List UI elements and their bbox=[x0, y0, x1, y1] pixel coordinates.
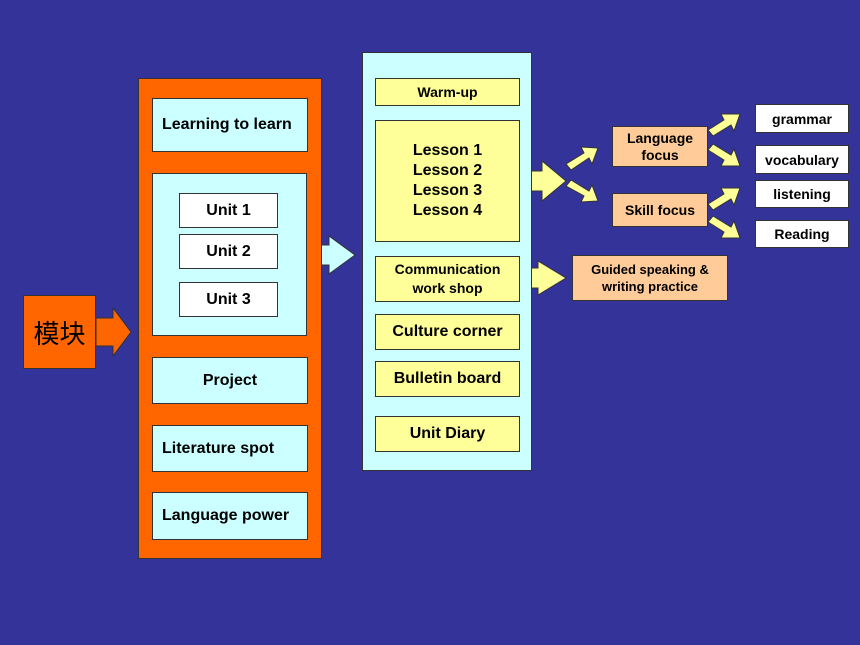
listening-box: listening bbox=[755, 180, 849, 208]
unit-2-label: Unit 2 bbox=[206, 242, 251, 260]
module-arrow bbox=[95, 306, 132, 358]
project-label: Project bbox=[202, 371, 258, 389]
unit-1-box: Unit 1 bbox=[179, 193, 278, 228]
learning-to-learn-label: Learning to learn bbox=[162, 116, 292, 133]
vocabulary-label: vocabulary bbox=[765, 151, 839, 168]
communication-workshop-box: Communication work shop bbox=[375, 256, 520, 302]
to-language-focus-arrow bbox=[565, 146, 599, 171]
language-focus-line-1: Language bbox=[626, 129, 694, 146]
literature-spot-label: Literature spot bbox=[162, 439, 275, 457]
guided-practice-line-2: writing practice bbox=[601, 279, 699, 294]
unit-3-box: Unit 3 bbox=[179, 282, 278, 317]
vocabulary-box: vocabulary bbox=[755, 145, 849, 174]
unit-diary-box: Unit Diary bbox=[375, 416, 520, 452]
to-listening-arrow bbox=[707, 187, 741, 211]
culture-corner-label: Culture corner bbox=[392, 323, 503, 340]
module-label: 模块 bbox=[33, 319, 86, 350]
to-grammar-arrow bbox=[707, 113, 741, 137]
language-power-label: Language power bbox=[162, 507, 290, 524]
warm-up-box: Warm-up bbox=[375, 78, 520, 106]
skill-focus-box: Skill focus bbox=[612, 193, 708, 227]
unit-1-label: Unit 1 bbox=[206, 201, 251, 219]
unit-2-box: Unit 2 bbox=[179, 234, 278, 269]
listening-label: listening bbox=[773, 186, 831, 202]
communication-label: Communication bbox=[394, 261, 501, 277]
to-vocabulary-arrow bbox=[707, 143, 741, 167]
lesson-3-label: Lesson 3 bbox=[412, 182, 483, 199]
language-focus-line-2: focus bbox=[641, 146, 679, 163]
unit-diary-label: Unit Diary bbox=[409, 425, 486, 442]
to-reading-arrow bbox=[707, 215, 741, 239]
warm-up-label: Warm-up bbox=[417, 84, 478, 100]
reading-box: Reading bbox=[755, 220, 849, 248]
grammar-box: grammar bbox=[755, 104, 849, 133]
module-box: 模块 bbox=[23, 295, 96, 369]
learning-to-learn-box: Learning to learn bbox=[152, 98, 308, 152]
reading-label: Reading bbox=[774, 226, 830, 242]
culture-corner-box: Culture corner bbox=[375, 314, 520, 350]
lesson-4-label: Lesson 4 bbox=[412, 202, 483, 219]
language-focus-box: Language focus bbox=[612, 126, 708, 167]
lesson-1-label: Lesson 1 bbox=[412, 142, 483, 159]
unit-3-label: Unit 3 bbox=[206, 290, 251, 308]
guided-practice-line-1: Guided speaking & bbox=[591, 262, 709, 277]
project-box: Project bbox=[152, 357, 308, 404]
language-power-box: Language power bbox=[152, 492, 308, 540]
bulletin-board-box: Bulletin board bbox=[375, 361, 520, 397]
lessons-box: Lesson 1 Lesson 2 Lesson 3 Lesson 4 bbox=[375, 120, 520, 242]
guided-practice-box: Guided speaking & writing practice bbox=[572, 255, 728, 301]
literature-spot-box: Literature spot bbox=[152, 425, 308, 472]
workshop-label: work shop bbox=[412, 280, 483, 296]
lesson-2-label: Lesson 2 bbox=[412, 162, 483, 179]
skill-focus-label: Skill focus bbox=[624, 202, 696, 218]
grammar-label: grammar bbox=[772, 110, 832, 127]
to-skill-focus-arrow bbox=[565, 179, 599, 203]
bulletin-board-label: Bulletin board bbox=[393, 370, 502, 387]
